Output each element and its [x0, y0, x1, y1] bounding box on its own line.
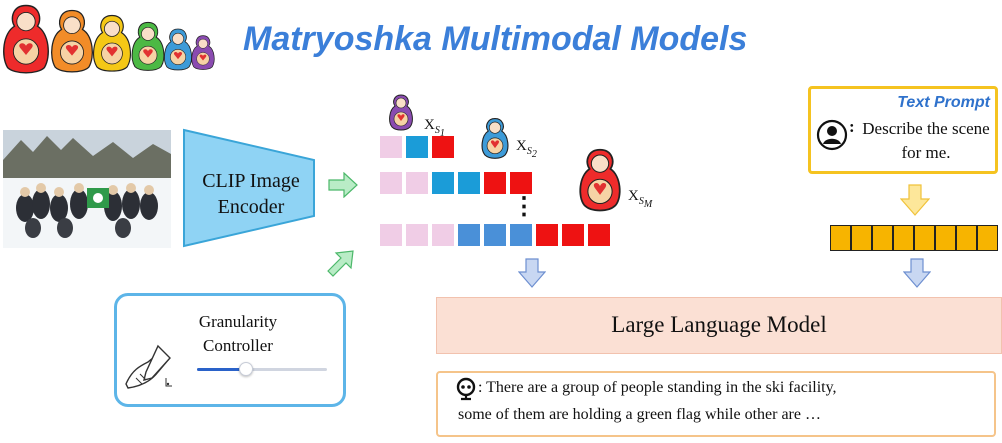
- matryoshka-doll-icon: [389, 94, 413, 131]
- token-label-s1-s: S: [434, 125, 440, 136]
- visual-token: [483, 223, 507, 247]
- text-token: [893, 225, 914, 251]
- matryoshka-doll-icon: [164, 28, 192, 71]
- ellipsis-vertical: ⋮: [512, 194, 536, 220]
- visual-token: [379, 135, 403, 159]
- token-label-s2-x: X: [516, 138, 527, 154]
- text-token: [935, 225, 956, 251]
- visual-token: [405, 135, 429, 159]
- text-token: [914, 225, 935, 251]
- input-photo-image: [3, 130, 171, 248]
- token-label-s2-index: 2: [531, 149, 537, 160]
- visual-token: [457, 171, 481, 195]
- response-text-line1: : There are a group of people standing i…: [478, 379, 837, 396]
- visual-token: [379, 223, 403, 247]
- llm-block: [436, 297, 1002, 354]
- arrow-down-icon: [903, 258, 931, 288]
- granularity-slider-thumb[interactable]: [239, 362, 253, 376]
- granularity-label-line2: Controller: [203, 336, 273, 355]
- text-token: [851, 225, 872, 251]
- encoder-label: CLIP Image Encoder: [190, 168, 312, 220]
- token-label-s1-index: 1: [439, 128, 445, 139]
- token-label-s2: XS2: [516, 138, 537, 160]
- token-label-s1: XS1: [424, 117, 445, 139]
- visual-token: [431, 171, 455, 195]
- pen-hand-icon: [125, 344, 172, 389]
- token-row-s1: [379, 135, 457, 159]
- visual-token: [535, 223, 559, 247]
- token-label-sm-index: M: [643, 199, 653, 210]
- text-token-row: [830, 225, 1000, 251]
- granularity-slider-fill: [197, 368, 246, 371]
- arrow-down-icon: [518, 258, 546, 288]
- matryoshka-doll-icon: [3, 4, 49, 74]
- token-label-sm-x: X: [628, 188, 639, 204]
- visual-token: [561, 223, 585, 247]
- llm-label: Large Language Model: [611, 312, 827, 337]
- token-label-sm: XSM: [628, 188, 652, 210]
- text-token: [872, 225, 893, 251]
- visual-token: [587, 223, 611, 247]
- visual-token: [509, 171, 533, 195]
- token-row-s2: [379, 171, 535, 195]
- visual-token: [457, 223, 481, 247]
- text-prompt-content: Describe the scene for me.: [862, 119, 990, 162]
- diagram-title: Matryoshka Multimodal Models: [243, 20, 748, 58]
- matryoshka-doll-icon: [481, 118, 509, 159]
- granularity-controller-panel: [114, 293, 346, 407]
- matryoshka-doll-icon: [191, 35, 215, 70]
- token-label-s1-x: X: [424, 117, 435, 133]
- matryoshka-doll-icon: [131, 21, 165, 71]
- text-token: [830, 225, 851, 251]
- arrow-diagonal-icon: [327, 250, 354, 277]
- matryoshka-dolls-logo: [3, 4, 215, 74]
- matryoshka-doll-icon: [579, 148, 621, 212]
- granularity-slider-track[interactable]: [197, 368, 327, 371]
- granularity-label: Granularity Controller: [178, 310, 298, 358]
- visual-token: [483, 171, 507, 195]
- text-token: [956, 225, 977, 251]
- text-token: [977, 225, 998, 251]
- encoder-label-line1: CLIP Image: [202, 170, 300, 192]
- robot-icon: [456, 377, 476, 401]
- token-row-sm: [379, 223, 613, 247]
- visual-token: [405, 171, 429, 195]
- arrow-down-icon: [900, 184, 930, 216]
- granularity-label-line1: Granularity: [198, 312, 278, 331]
- matryoshka-doll-icon: [93, 14, 131, 72]
- visual-token: [509, 223, 533, 247]
- visual-token: [379, 171, 403, 195]
- text-prompt-title: Text Prompt: [897, 94, 990, 111]
- response-text-line2: some of them are holding a green flag wh…: [458, 406, 821, 423]
- prompt-colon: :: [849, 117, 855, 136]
- user-icon: [816, 119, 848, 151]
- matryoshka-doll-icon: [51, 9, 93, 73]
- encoder-label-line2: Encoder: [217, 196, 285, 218]
- visual-token: [405, 223, 429, 247]
- response-panel: [436, 371, 996, 437]
- token-label-sm-s: S: [638, 196, 644, 207]
- clip-image-encoder: [183, 128, 315, 248]
- visual-token: [431, 135, 455, 159]
- token-label-s2-s: S: [526, 146, 532, 157]
- visual-token: [431, 223, 455, 247]
- arrow-right-icon: [328, 172, 358, 198]
